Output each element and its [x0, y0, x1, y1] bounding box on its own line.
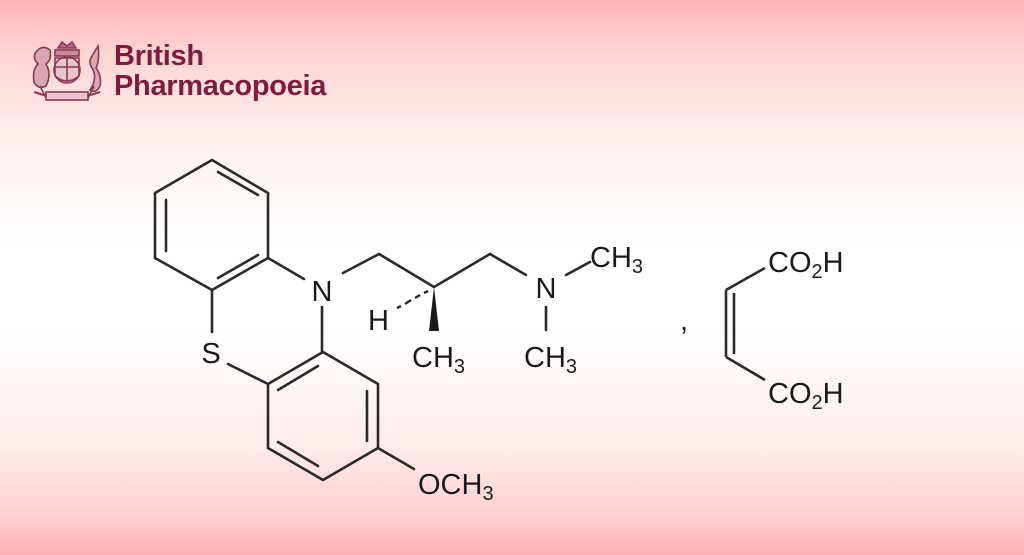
n-methyl-1-label: CH3 [590, 242, 643, 278]
methoxy-sub: 3 [482, 483, 493, 505]
methyl-label: CH3 [412, 342, 465, 378]
brand-name: British Pharmacopoeia [114, 41, 326, 101]
royal-coat-of-arms-icon [32, 40, 102, 101]
salt-separator: , [680, 305, 688, 337]
phenothiazine-bonds [153, 158, 592, 482]
methoxy-text: OCH [418, 469, 482, 501]
hashed-bond [396, 289, 429, 310]
carboxyl-top-label: CO2H [768, 247, 844, 283]
brand-line-1: British [114, 40, 204, 72]
wedge-bond [429, 287, 439, 331]
atom-n-ring: N [312, 276, 333, 308]
methoxy-label: OCH3 [418, 469, 494, 505]
brand-line-2: Pharmacopoeia [114, 70, 327, 102]
carboxyl-bottom-label: CO2H [768, 378, 844, 414]
atom-n-amine: N [536, 273, 557, 305]
atom-s: S [201, 338, 220, 370]
n-methyl-2-label: CH3 [524, 342, 577, 378]
british-pharmacopoeia-logo: British Pharmacopoeia [28, 36, 326, 106]
maleate-bonds [724, 266, 766, 382]
atom-h-stereo: H [368, 305, 389, 337]
